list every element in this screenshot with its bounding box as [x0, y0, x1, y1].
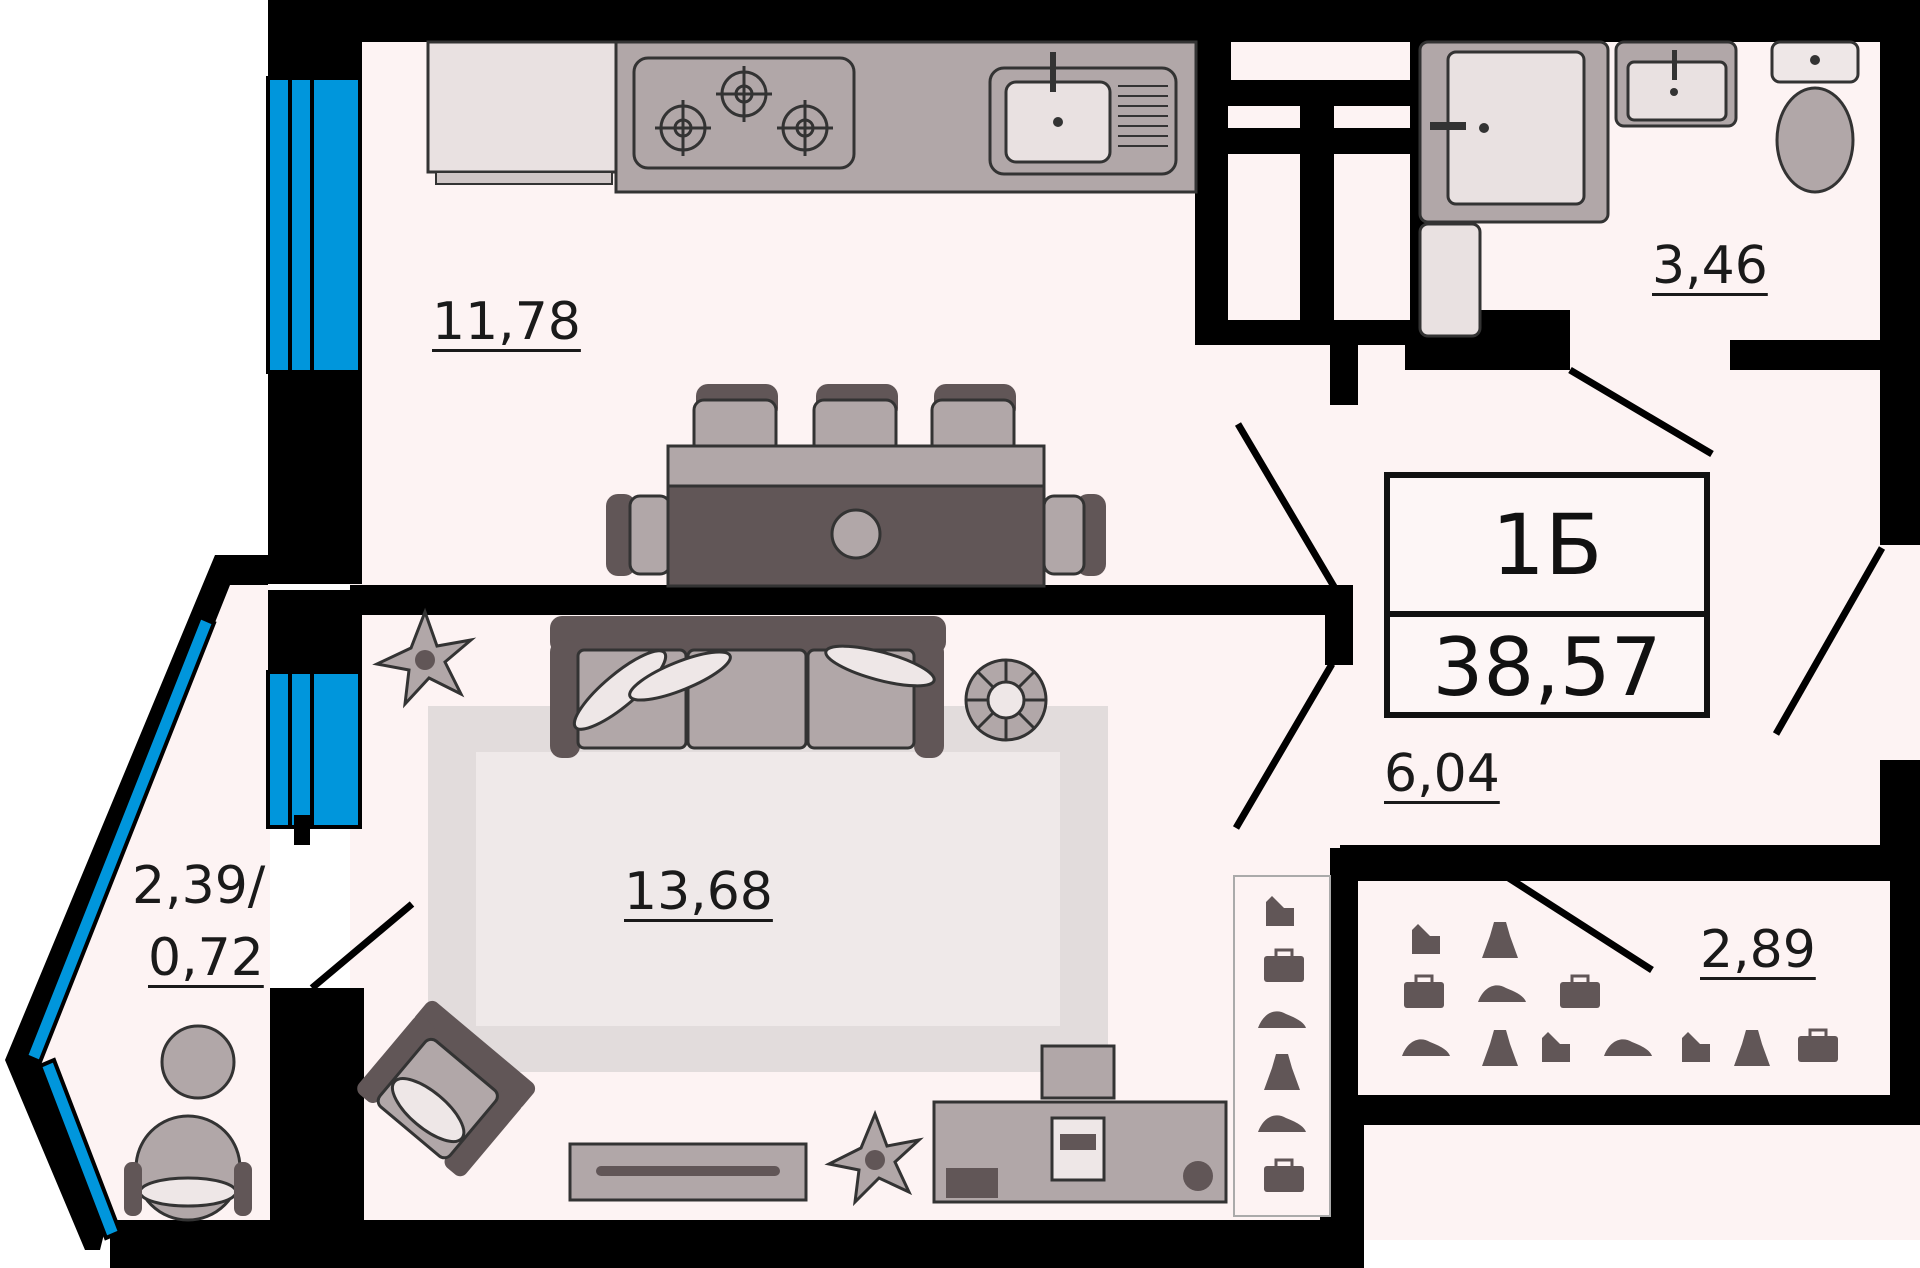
wardrobe-area-label: 2,89 — [1700, 920, 1816, 980]
windows — [23, 76, 362, 1241]
apartment-badge: 1Б 38,57 — [1384, 472, 1710, 718]
bathroom-area-label: 3,46 — [1652, 236, 1768, 296]
door-swings — [309, 366, 1886, 991]
balcony-furniture — [124, 1024, 252, 1222]
armchair — [357, 1000, 536, 1177]
wardrobe-items — [1233, 875, 1838, 1217]
dining-set — [606, 384, 1106, 588]
hall-area-label: 6,04 — [1384, 744, 1500, 804]
bathroom-fixtures — [1418, 40, 1860, 338]
apartment-total-area: 38,57 — [1432, 621, 1662, 714]
kitchen-area-label: 11,78 — [432, 292, 581, 352]
living-area-label: 13,68 — [624, 862, 773, 922]
balcony-area-label-2: 0,72 — [148, 928, 264, 988]
rug — [428, 706, 1108, 1072]
sofa — [550, 616, 946, 758]
tv-stand — [568, 1142, 808, 1202]
walls — [5, 0, 1920, 1268]
kitchen-counter — [426, 40, 1198, 194]
desk — [932, 1044, 1228, 1204]
apartment-type: 1Б — [1390, 478, 1704, 617]
shelf-unit — [1228, 80, 1410, 320]
plants — [372, 607, 1048, 1207]
balcony-area-label-1: 2,39/ — [132, 856, 266, 916]
